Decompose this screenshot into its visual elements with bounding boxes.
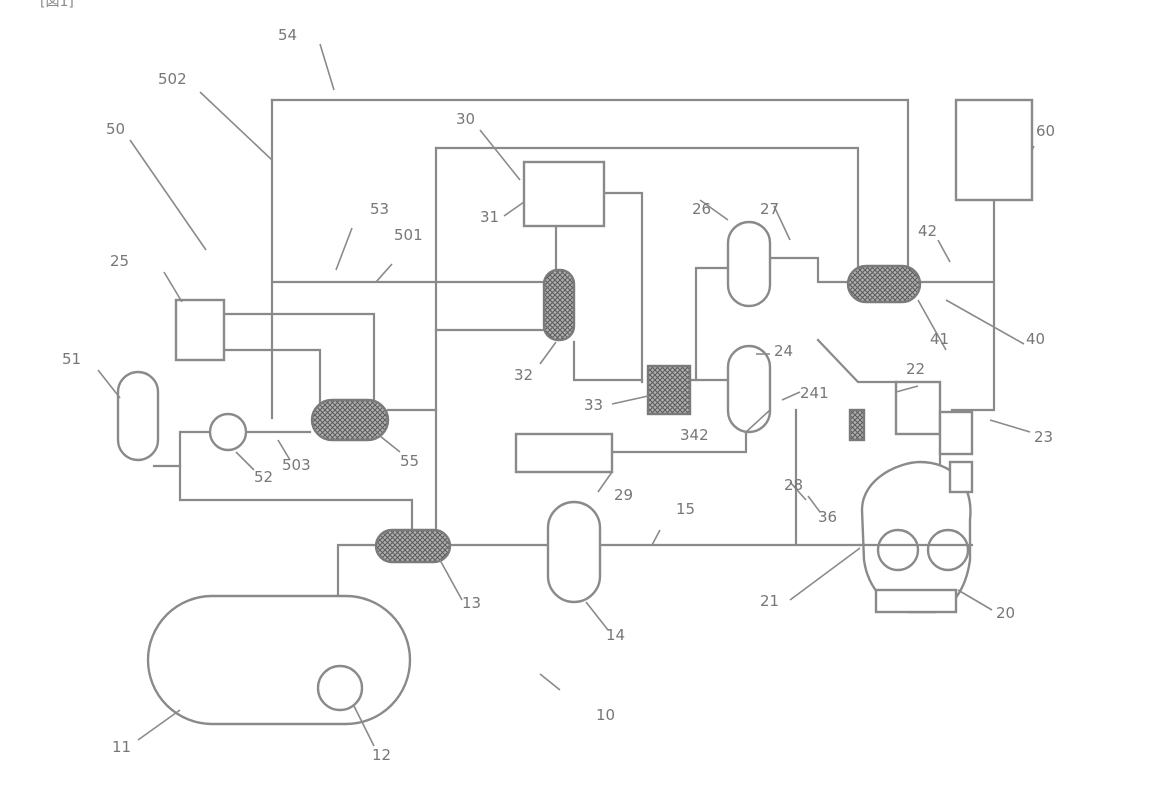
vessel-24 [728,346,770,432]
label-11: 11 [112,738,131,756]
vessel-51 [118,372,158,460]
heat-exchanger-33 [648,366,690,414]
component-23 [950,462,972,492]
label-29: 29 [614,486,633,504]
heat-exchanger-55 [312,400,388,440]
label-33: 33 [584,396,603,414]
label-21: 21 [760,592,779,610]
box-25 [176,300,224,360]
label-36: 36 [818,508,837,526]
heat-exchanger-32 [544,270,574,340]
label-41: 41 [930,330,949,348]
vessel-28 [728,222,770,306]
box-31 [524,162,604,226]
black-element-36 [850,410,864,440]
label-32: 32 [514,366,533,384]
component-22-lower [940,412,972,454]
label-27: 27 [760,200,779,218]
label-40: 40 [1026,330,1045,348]
label-50: 50 [106,120,125,138]
label-503: 503 [282,456,311,474]
label-23: 23 [1034,428,1053,446]
label-342: 342 [680,426,709,444]
label-28: 28 [784,476,803,494]
label-24: 24 [774,342,793,360]
heat-exchanger-13 [376,530,450,562]
tank-11 [148,596,410,724]
label-241: 241 [800,384,829,402]
label-10: 10 [596,706,615,724]
label-26: 26 [692,200,711,218]
label-14: 14 [606,626,625,644]
box-70 [516,434,612,472]
label-15: 15 [676,500,695,518]
label-30: 30 [456,110,475,128]
label-12: 12 [372,746,391,764]
label-502: 502 [158,70,187,88]
label-13: 13 [462,594,481,612]
label-22: 22 [906,360,925,378]
label-20: 20 [996,604,1015,622]
pump-52 [210,414,246,450]
label-31: 31 [480,208,499,226]
label-501: 501 [394,226,423,244]
heat-exchanger-41 [848,266,920,302]
box-60 [956,100,1032,200]
figure-header-mark: [図1] [40,0,74,10]
vessel-14 [548,502,600,602]
label-25: 25 [110,252,129,270]
label-55: 55 [400,452,419,470]
label-51: 51 [62,350,81,368]
label-53: 53 [370,200,389,218]
label-52: 52 [254,468,273,486]
label-60: 60 [1036,122,1055,140]
label-42: 42 [918,222,937,240]
label-54: 54 [278,26,297,44]
pump-12 [318,666,362,710]
